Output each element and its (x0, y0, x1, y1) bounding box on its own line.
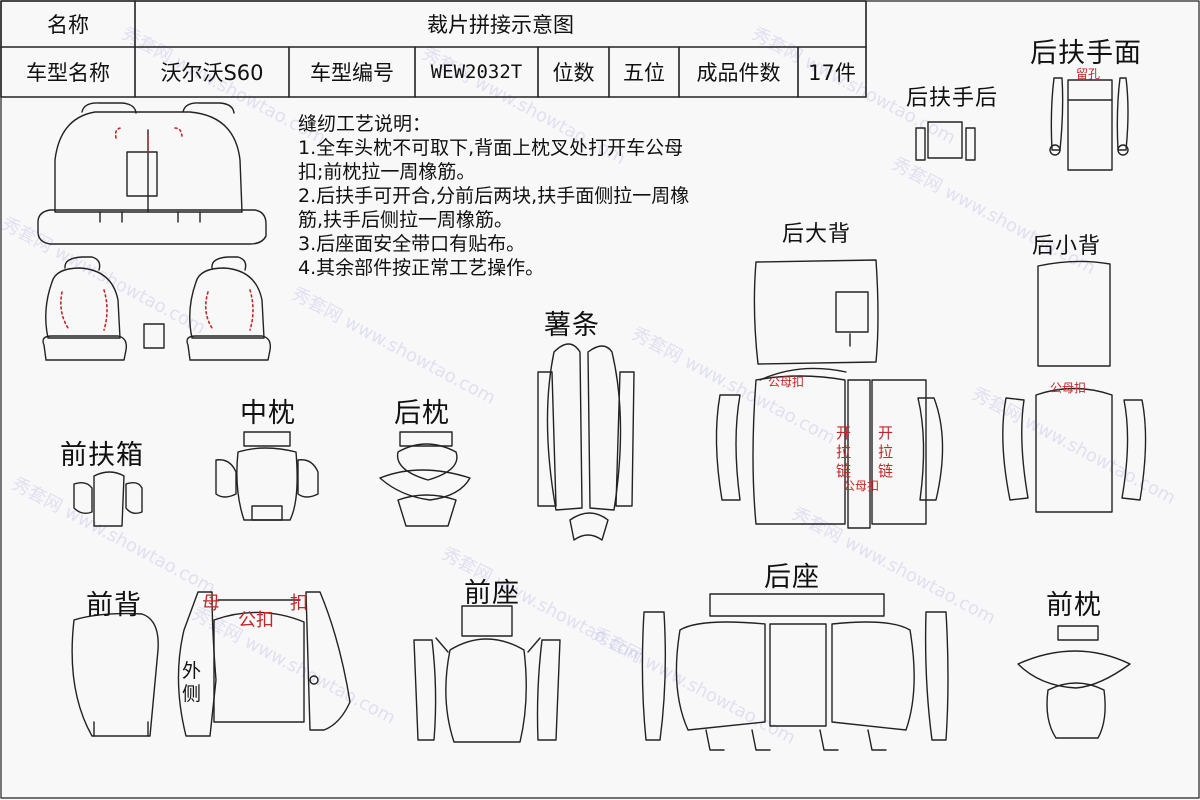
rear-pillow-pieces (379, 431, 471, 527)
label-snap-male-female: 公母扣 (768, 375, 805, 389)
label-male-snap: 公扣 (238, 610, 274, 631)
label-snap-male-female: 公母扣 (843, 479, 880, 493)
label-female-snap: 母 (202, 593, 220, 614)
middle-pillow-pieces (215, 431, 319, 521)
front-back-pieces (71, 591, 351, 737)
seats-value: 五位 (623, 61, 665, 85)
label-open-zipper-left: 开拉链 (836, 424, 852, 480)
rear-big-back-pieces (715, 259, 944, 529)
front-armbox-pieces (73, 471, 143, 527)
label-front-armbox: 前扶箱 (60, 440, 144, 471)
notes-line: 筋,扶手后侧拉一周橡筋。 (298, 209, 514, 231)
label-middle-pillow: 中枕 (240, 398, 296, 429)
rear-armrest-back-pieces (915, 121, 976, 161)
label-snap-male-female: 公母扣 (1050, 381, 1087, 395)
sewing-notes: 缝纫工艺说明： 1.全车头枕不可取下,背面上枕叉处打开车公母 扣;前枕拉一周橡筋… (298, 112, 858, 280)
label-front-seat: 前座 (464, 578, 520, 609)
notes-line: 2.后扶手可开合,分前后两块,扶手面侧拉一周橡 (298, 185, 690, 207)
rear-armrest-face-pieces (1049, 77, 1129, 171)
label-front-back: 前背 (86, 590, 142, 621)
seat-set-red-stitching (60, 127, 254, 331)
seat-set-illustration (37, 102, 272, 361)
label-rear-seat: 后座 (764, 562, 820, 593)
notes-line: 扣;前枕拉一周橡筋。 (298, 161, 476, 183)
pieces-label: 成品件数 (696, 61, 781, 85)
label-rear-pillow: 后枕 (394, 398, 450, 429)
name-label: 名称 (47, 13, 89, 37)
notes-line: 3.后座面安全带口有贴布。 (298, 233, 526, 255)
rear-small-back-pieces (1002, 260, 1147, 513)
model-code-label: 车型编号 (310, 61, 394, 85)
front-seat-pieces (413, 605, 561, 743)
label-keep-hole: 留孔 (1076, 67, 1101, 81)
label-rear-armrest-back: 后扶手后 (906, 86, 999, 111)
notes-line: 4.其余部件按正常工艺操作。 (298, 257, 545, 279)
strip-pieces (537, 343, 635, 541)
seats-label: 位数 (552, 61, 595, 85)
label-front-pillow: 前枕 (1046, 590, 1102, 621)
notes-title: 缝纫工艺说明： (298, 113, 432, 135)
front-pillow-pieces (1017, 625, 1131, 739)
diagram-title: 裁片拼接示意图 (427, 13, 574, 37)
notes-line: 1.全车头枕不可取下,背面上枕叉处打开车公母 (298, 137, 684, 159)
label-rear-big-back: 后大背 (782, 222, 852, 247)
label-outer-side: 外侧 (182, 660, 202, 705)
label-open-zipper-right: 开拉链 (878, 424, 894, 480)
model-code-value: WEW2032T (430, 61, 523, 83)
label-strip: 薯条 (544, 310, 600, 341)
label-rear-small-back: 后小背 (1032, 234, 1102, 259)
pieces-value: 17件 (808, 61, 856, 85)
model-name-value: 沃尔沃S60 (160, 61, 264, 85)
model-name-label: 车型名称 (26, 61, 110, 85)
label-snap: 扣 (290, 593, 308, 614)
rear-seat-pieces (641, 593, 949, 751)
label-rear-armrest-face: 后扶手面 (1030, 38, 1142, 69)
